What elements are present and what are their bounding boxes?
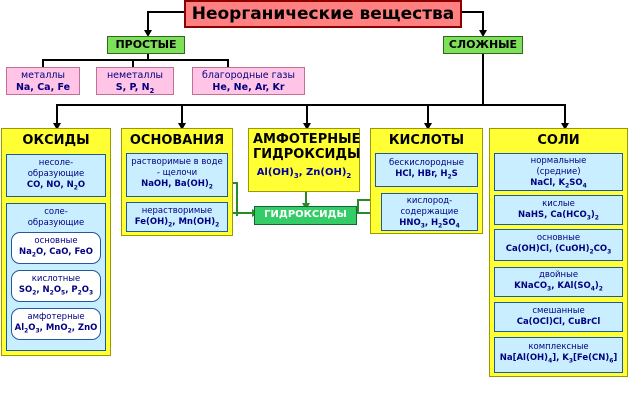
box-title: бескислородные <box>388 158 465 168</box>
connector <box>462 11 484 13</box>
box-items: Ca(OCl)Cl, CuBrCl <box>516 317 601 327</box>
acids-column: КИСЛОТЫ бескислородные HCl, HBr, H2S кис… <box>370 128 483 234</box>
bases-header: ОСНОВАНИЯ <box>129 133 225 148</box>
box-items: Na[Al(OH)4], K3[Fe(CN)6] <box>499 353 618 365</box>
acids-header: КИСЛОТЫ <box>388 133 465 148</box>
hydroxides-box: ГИДРОКСИДЫ <box>254 206 357 225</box>
connector <box>306 104 308 124</box>
arrow-down-icon <box>424 123 432 130</box>
connector <box>56 104 566 106</box>
connector <box>147 53 149 60</box>
complex-salts-box: комплексные Na[Al(OH)4], K3[Fe(CN)6] <box>494 337 623 373</box>
nonmetals-box: неметаллы S, P, N2 <box>96 67 174 95</box>
box-title: нормальные (средние) <box>530 156 587 177</box>
box-items: SO2, N2O5, P2O3 <box>18 285 94 297</box>
group-items: He, Ne, Ar, Kr <box>212 82 285 93</box>
box-title: кислотные <box>31 274 81 284</box>
box-title: смешанные <box>532 306 585 316</box>
box-items: KNaCO3, KAl(SO4)2 <box>514 281 603 293</box>
oxygen-acids-box: кислород- содержащие HNO3, H2SO4 <box>381 193 478 231</box>
group-title: неметаллы <box>106 70 164 81</box>
arrow-down-icon <box>479 30 487 37</box>
arrow-down-icon <box>53 123 61 130</box>
connector <box>427 104 429 124</box>
box-items: NaCl, K2SO4 <box>530 178 587 190</box>
salt-oxides-box: соле- образующие основные Na2O, CaO, FeO… <box>6 203 106 351</box>
box-title: растворимые в воде - щелочи <box>131 157 223 178</box>
connector <box>482 11 484 32</box>
box-title: основные <box>536 233 581 243</box>
connector <box>564 104 566 124</box>
connector <box>147 11 184 13</box>
box-items: NaHS, Ca(HCO3)2 <box>518 210 599 222</box>
box-title: нерастворимые <box>141 206 213 216</box>
box-items: Fe(OH)2, Mn(OH)2 <box>134 217 220 229</box>
amphoteric-oxides-box: амфотерные Al2O3, MnO2, ZnO <box>11 308 101 340</box>
arrow-down-icon <box>303 123 311 130</box>
group-title: металлы <box>20 70 65 81</box>
connector <box>181 104 183 124</box>
connector <box>227 59 229 67</box>
oxides-header: ОКСИДЫ <box>22 133 90 148</box>
box-title: основные <box>34 236 78 246</box>
normal-salts-box: нормальные (средние) NaCl, K2SO4 <box>494 153 623 191</box>
box-title: кислые <box>542 199 575 209</box>
connector <box>232 212 254 214</box>
box-title: несоле- образующие <box>27 158 85 179</box>
box-items: CO, NO, N2O <box>26 180 86 192</box>
box-title: амфотерные <box>27 312 85 322</box>
arrow-down-icon <box>144 30 152 37</box>
bases-column: ОСНОВАНИЯ растворимые в воде - щелочи Na… <box>121 128 233 236</box>
box-items: HCl, HBr, H2S <box>395 169 458 181</box>
box-items: Na2O, CaO, FeO <box>19 247 93 259</box>
connector <box>42 59 44 67</box>
connector <box>236 182 238 216</box>
arrow-down-icon <box>178 123 186 130</box>
box-items: Al2O3, MnO2, ZnO <box>14 323 98 335</box>
group-items: Na, Ca, Fe <box>15 82 71 93</box>
insoluble-bases-box: нерастворимые Fe(OH)2, Mn(OH)2 <box>126 202 228 232</box>
simple-substances: ПРОСТЫЕ <box>107 36 185 54</box>
box-items: Ca(OH)Cl, (CuOH)2CO3 <box>505 244 612 256</box>
oxygenfree-acids-box: бескислородные HCl, HBr, H2S <box>375 153 478 187</box>
soluble-bases-box: растворимые в воде - щелочи NaOH, Ba(OH)… <box>126 153 228 197</box>
box-title: двойные <box>538 270 579 280</box>
root-title: Неорганические вещества <box>184 0 462 28</box>
connector <box>56 104 58 124</box>
noble-gases-box: благородные газы He, Ne, Ar, Kr <box>192 67 305 95</box>
double-salts-box: двойные KNaCO3, KAl(SO4)2 <box>494 267 623 297</box>
mixed-salts-box: смешанные Ca(OCl)Cl, CuBrCl <box>494 302 623 332</box>
connector <box>357 212 378 214</box>
connector <box>357 199 359 213</box>
basic-salts-box: основные Ca(OH)Cl, (CuOH)2CO3 <box>494 229 623 261</box>
basic-oxides-box: основные Na2O, CaO, FeO <box>11 232 101 264</box>
metals-box: металлы Na, Ca, Fe <box>6 67 80 95</box>
box-title: комплексные <box>528 342 589 352</box>
acidic-oxides-box: кислотные SO2, N2O5, P2O3 <box>11 270 101 302</box>
connector <box>357 199 378 201</box>
connector <box>42 59 229 61</box>
oxides-column: ОКСИДЫ несоле- образующие CO, NO, N2O со… <box>1 128 111 356</box>
arrow-down-icon <box>561 123 569 130</box>
complex-substances: СЛОЖНЫЕ <box>443 36 523 54</box>
connector <box>305 192 307 204</box>
box-items: NaOH, Ba(OH)2 <box>141 179 213 191</box>
connector <box>132 59 134 67</box>
amphoteric-header: АМФОТЕРНЫЕ ГИДРОКСИДЫ <box>253 132 361 162</box>
connector <box>147 11 149 32</box>
box-title: соле- образующие <box>27 207 85 228</box>
group-items: S, P, N2 <box>115 82 155 95</box>
connector <box>232 182 238 184</box>
amphoteric-hydroxides-column: АМФОТЕРНЫЕ ГИДРОКСИДЫ Al(OH)3, Zn(OH)2 <box>248 128 360 192</box>
box-title: кислород- содержащие <box>400 196 459 217</box>
salts-column: СОЛИ нормальные (средние) NaCl, K2SO4 ки… <box>489 128 628 377</box>
salts-header: СОЛИ <box>537 133 580 148</box>
connector <box>482 53 484 105</box>
nonsalt-oxides-box: несоле- образующие CO, NO, N2O <box>6 154 106 197</box>
amphoteric-items: Al(OH)3, Zn(OH)2 <box>256 167 352 180</box>
acid-salts-box: кислые NaHS, Ca(HCO3)2 <box>494 195 623 225</box>
box-items: HNO3, H2SO4 <box>399 218 460 230</box>
group-title: благородные газы <box>202 70 295 81</box>
